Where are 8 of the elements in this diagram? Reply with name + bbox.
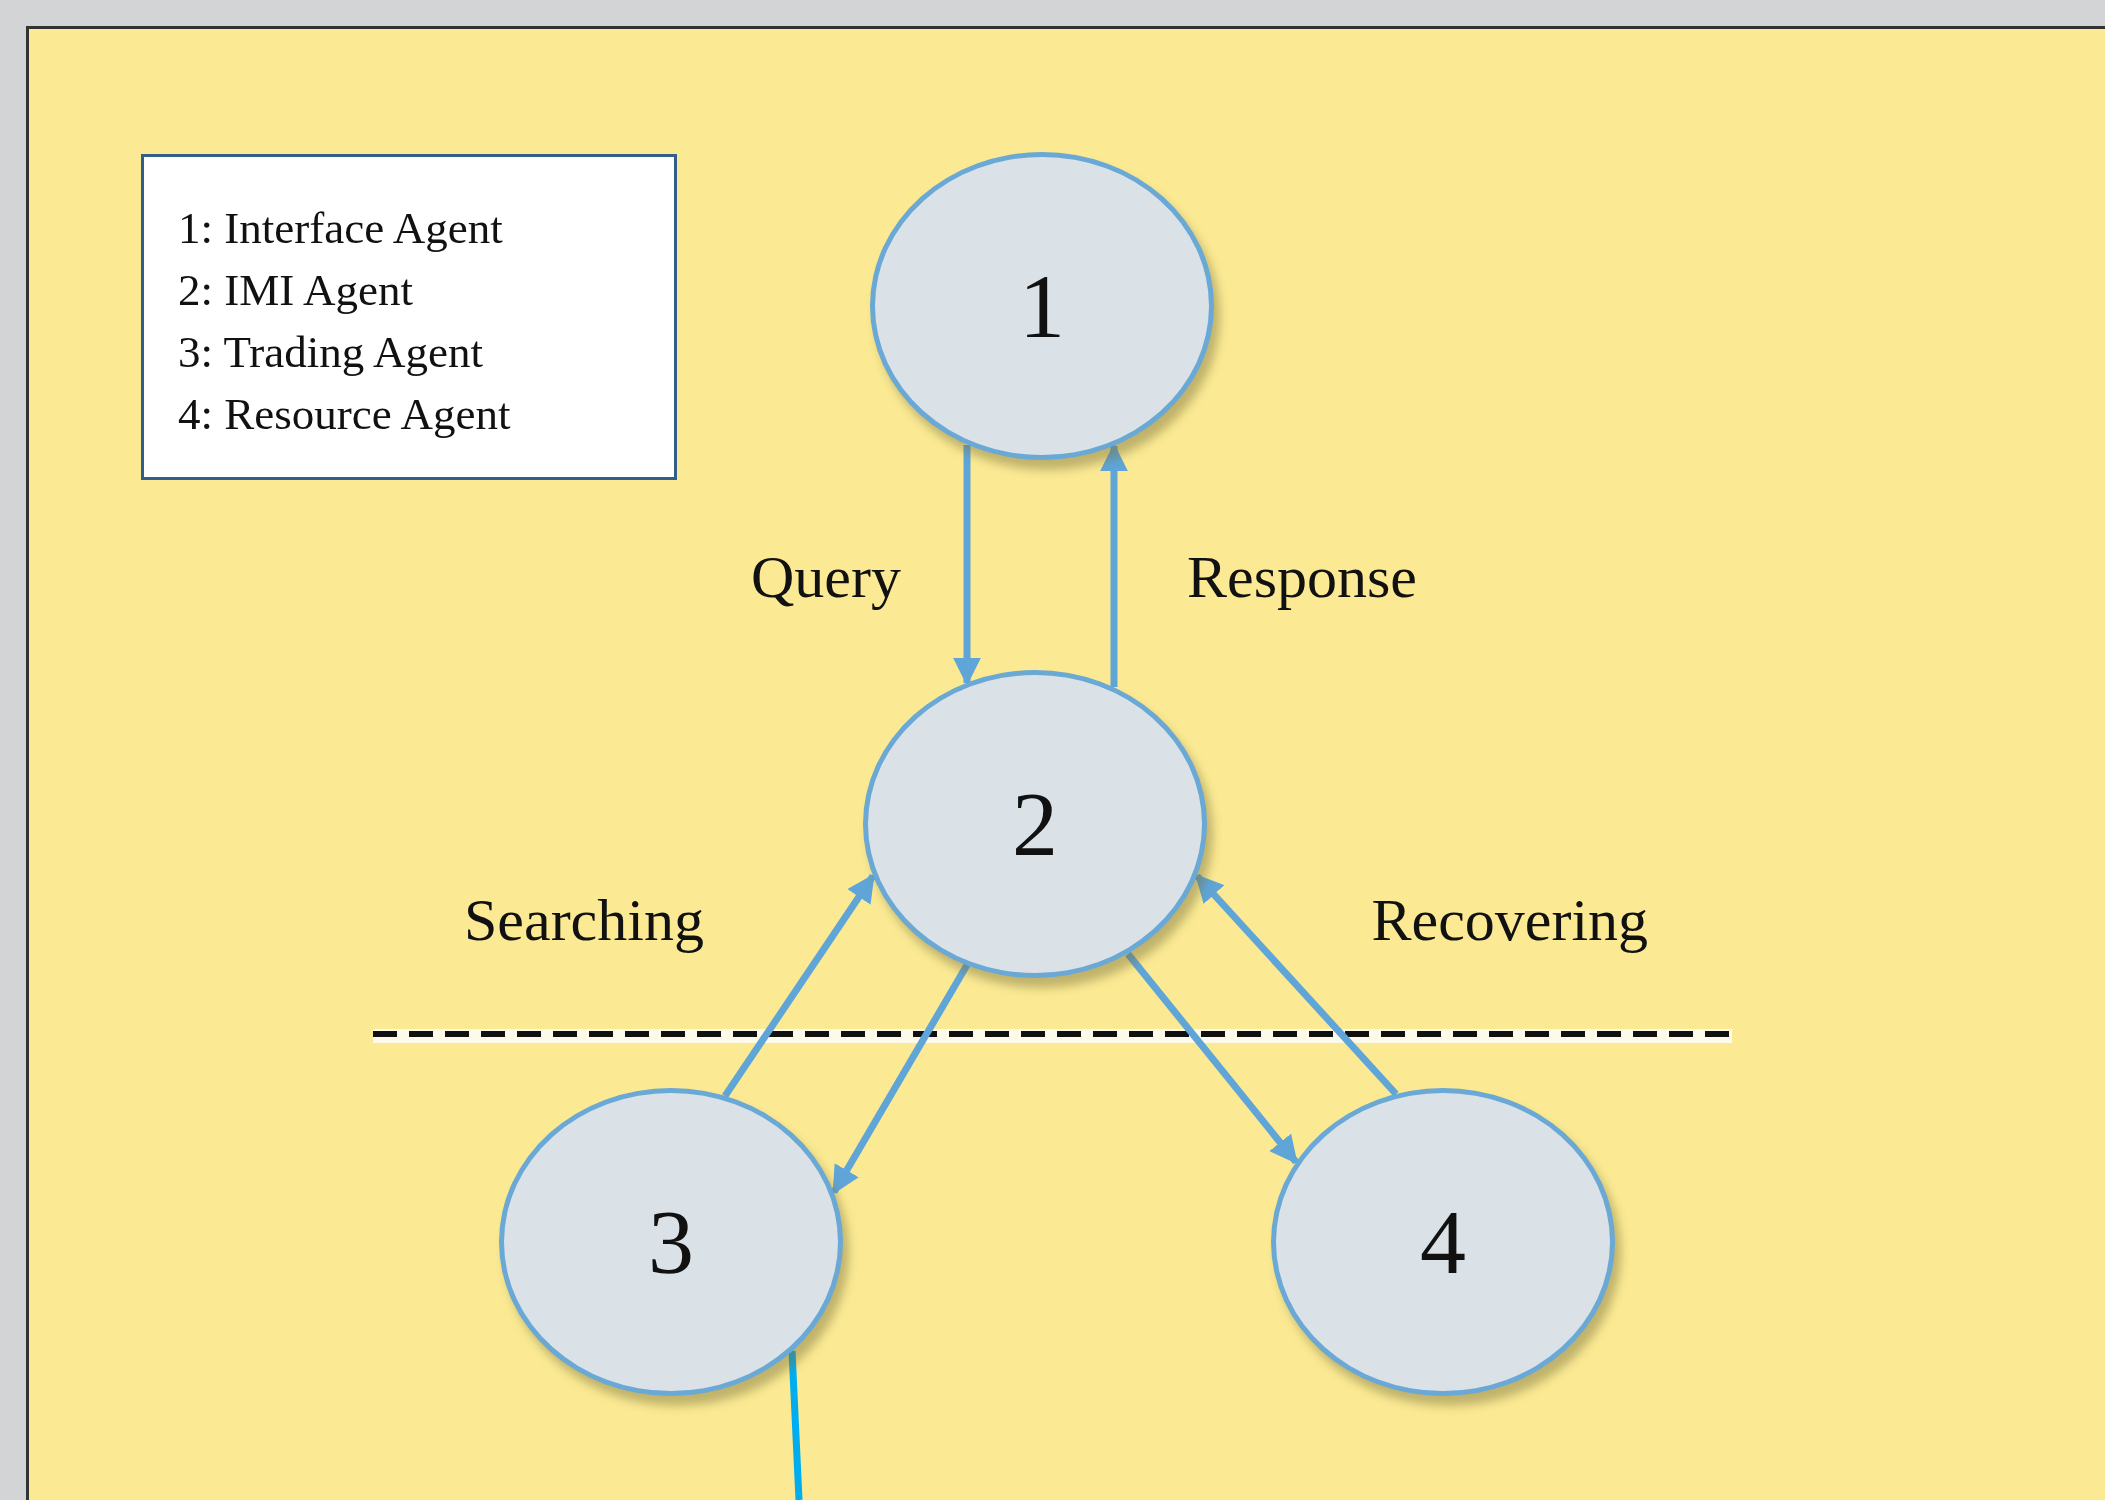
key-entry: 2: IMI Agent <box>178 264 413 317</box>
key-entry: 3: Trading Agent <box>178 326 484 379</box>
key-entry: 4: Resource Agent <box>178 388 511 441</box>
agent-number: 4 <box>1420 1196 1466 1288</box>
agent-number: 2 <box>1012 778 1058 870</box>
key-entry: 1: Interface Agent <box>178 202 503 255</box>
agent-number: 1 <box>1019 260 1065 352</box>
agent-number: 3 <box>648 1196 694 1288</box>
